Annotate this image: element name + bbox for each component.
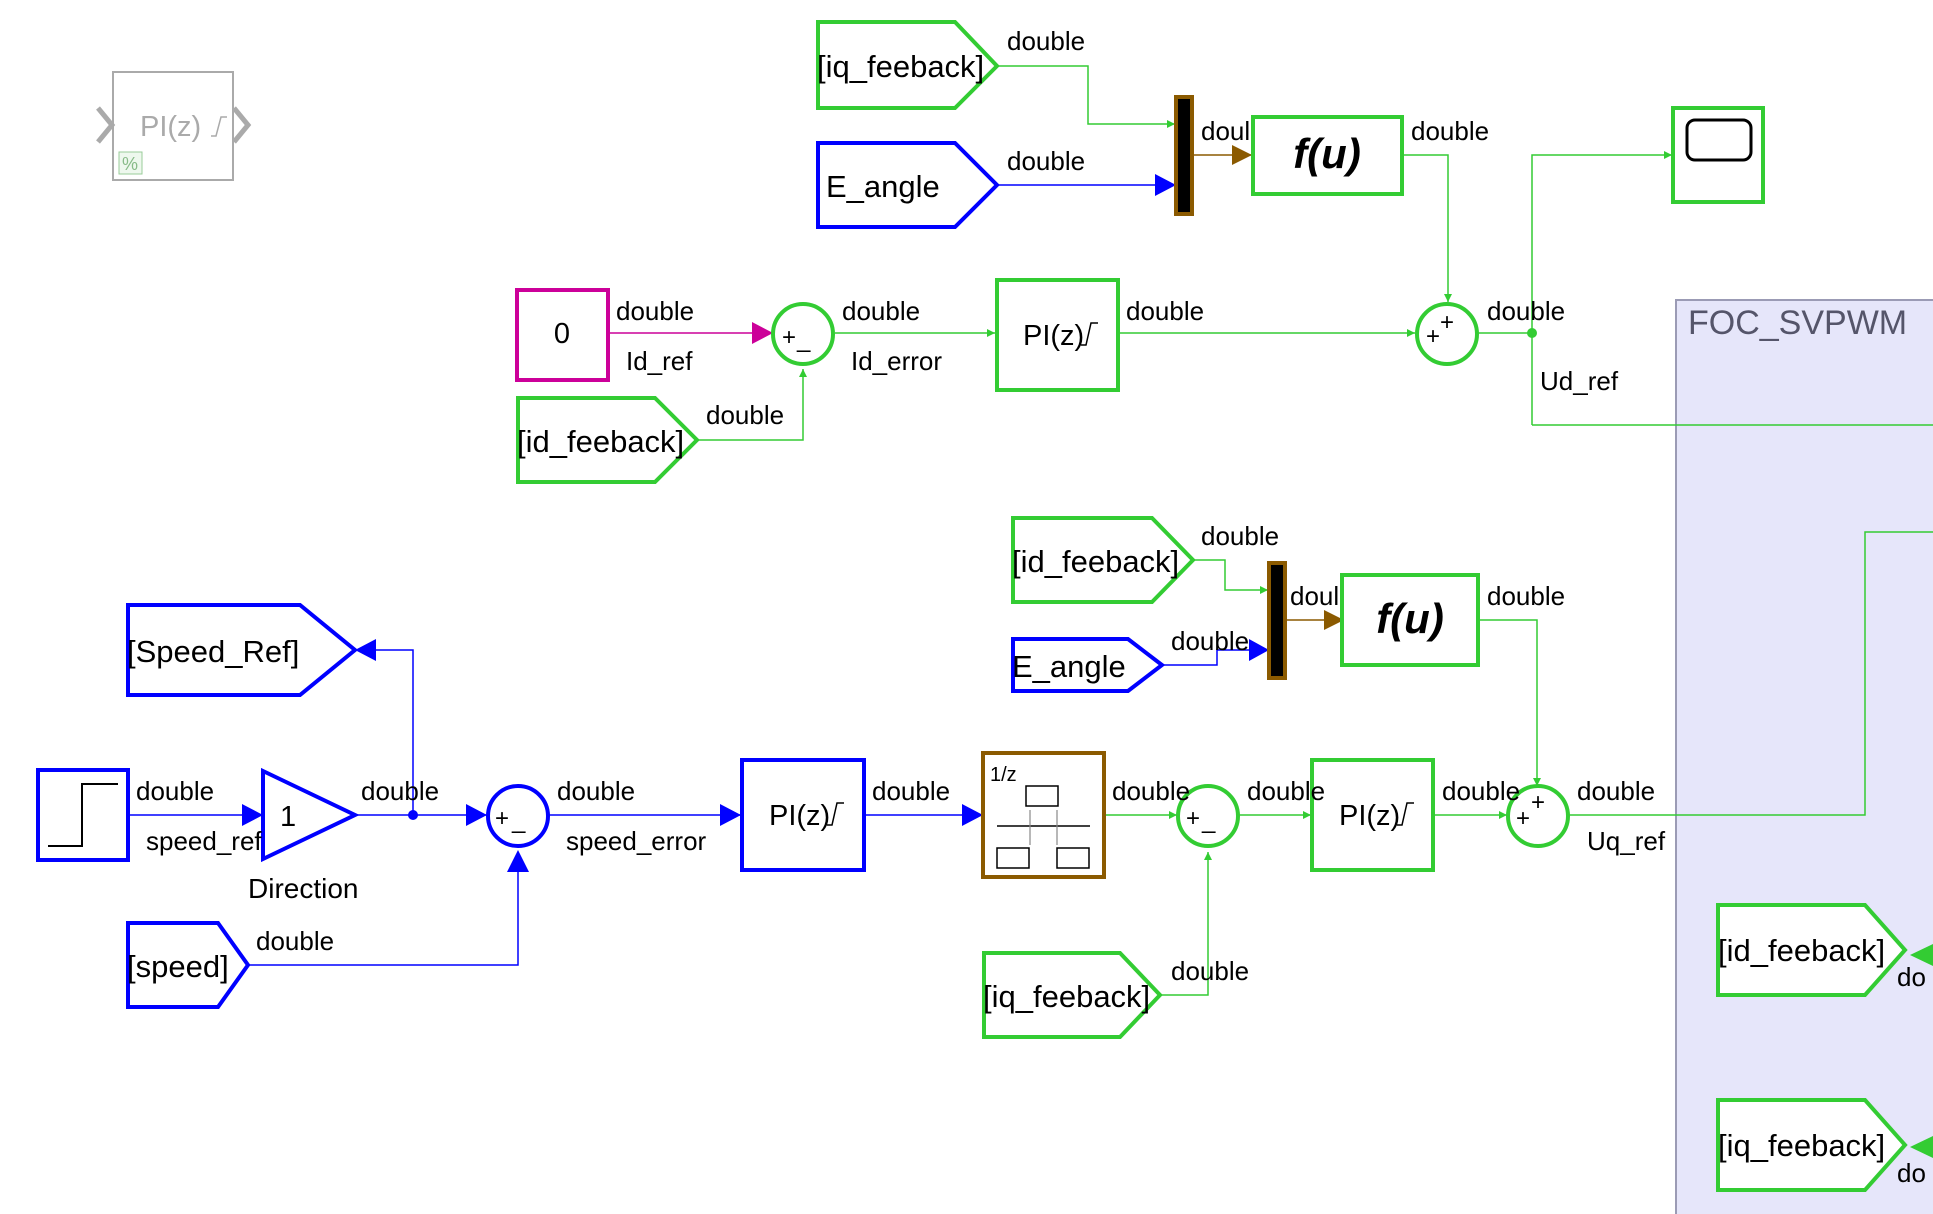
- svg-text:Uq_ref: Uq_ref: [1587, 826, 1666, 856]
- goto-id-feeback-mid[interactable]: [id_feeback]: [516, 396, 700, 484]
- svg-text:PI(z): PI(z): [1339, 800, 1400, 832]
- svg-text:PI(z): PI(z): [1023, 320, 1084, 352]
- svg-text:+: +: [1440, 309, 1454, 336]
- svg-text:[iq_feeback]: [iq_feeback]: [817, 49, 984, 84]
- ghost-pi-block[interactable]: PI(z) %: [96, 71, 252, 181]
- svg-text:E_angle: E_angle: [1012, 649, 1126, 684]
- svg-text:double: double: [706, 400, 784, 430]
- svg-text:[Speed_Ref]: [Speed_Ref]: [127, 634, 299, 669]
- svg-text:speed_ref: speed_ref: [146, 826, 262, 856]
- svg-text:double: double: [1201, 521, 1279, 551]
- signal-labels: double double doul double double Id_ref …: [136, 26, 1926, 1188]
- svg-text:double: double: [1411, 116, 1489, 146]
- svg-text:do: do: [1897, 1158, 1926, 1188]
- fcn-block-bottom[interactable]: f(u): [1340, 573, 1480, 667]
- goto-id-feeback-right[interactable]: [id_feeback]: [1011, 516, 1196, 604]
- subsystem-title: FOC_SVPWM: [1688, 304, 1907, 342]
- svg-text:%: %: [122, 154, 138, 174]
- fcn-block-top[interactable]: f(u): [1251, 115, 1404, 196]
- svg-text:_: _: [796, 326, 811, 353]
- svg-text:double: double: [616, 296, 694, 326]
- svg-text:double: double: [1171, 956, 1249, 986]
- svg-text:double: double: [1112, 776, 1190, 806]
- svg-text:do: do: [1897, 962, 1926, 992]
- svg-text:[id_feeback]: [id_feeback]: [517, 424, 684, 459]
- wires: [128, 65, 1933, 1158]
- sum-ud[interactable]: + +: [1415, 302, 1479, 366]
- svg-text:1/z: 1/z: [990, 764, 1017, 786]
- goto-speed[interactable]: [speed]: [126, 921, 251, 1009]
- svg-text:[id_feeback]: [id_feeback]: [1012, 544, 1179, 579]
- step-source-block[interactable]: [36, 768, 130, 862]
- gain-block-name: Direction: [248, 873, 358, 904]
- svg-text:double: double: [1577, 776, 1655, 806]
- goto-iq-feeback-subsystem[interactable]: [iq_feeback]: [1716, 1098, 1908, 1192]
- goto-e-angle-right[interactable]: E_angle: [1011, 637, 1166, 693]
- svg-text:Id_ref: Id_ref: [626, 346, 693, 376]
- scope-block[interactable]: [1671, 106, 1765, 204]
- sum-id[interactable]: + _: [771, 302, 835, 366]
- percent-badge: %: [118, 151, 143, 175]
- svg-text:1: 1: [280, 801, 296, 833]
- svg-text:[iq_feeback]: [iq_feeback]: [983, 979, 1150, 1014]
- svg-text:f(u): f(u): [1376, 595, 1444, 642]
- svg-text:double: double: [872, 776, 950, 806]
- mux-bottom[interactable]: [1267, 561, 1287, 680]
- pi-controller-iq[interactable]: PI(z): [1310, 758, 1435, 872]
- svg-text:double: double: [1126, 296, 1204, 326]
- svg-text:+: +: [495, 805, 509, 832]
- goto-iq-feeback-top[interactable]: [iq_feeback]: [816, 20, 1000, 110]
- pi-controller-speed[interactable]: PI(z): [740, 758, 866, 872]
- svg-text:0: 0: [554, 318, 570, 350]
- svg-text:double: double: [1487, 296, 1565, 326]
- svg-text:double: double: [1442, 776, 1520, 806]
- sum-uq[interactable]: + +: [1506, 784, 1570, 848]
- svg-text:+: +: [1516, 805, 1530, 832]
- svg-text:doul: doul: [1290, 581, 1339, 611]
- svg-text:[id_feeback]: [id_feeback]: [1718, 933, 1885, 968]
- mux-top[interactable]: [1174, 95, 1194, 216]
- sum-iq[interactable]: + _: [1176, 784, 1240, 848]
- svg-text:Id_error: Id_error: [851, 346, 942, 376]
- goto-id-feeback-subsystem[interactable]: [id_feeback]: [1716, 903, 1908, 997]
- svg-text:f(u): f(u): [1293, 130, 1361, 177]
- svg-text:+: +: [1186, 805, 1200, 832]
- goto-iq-feeback-bottom[interactable]: [iq_feeback]: [982, 951, 1163, 1039]
- svg-text:_: _: [511, 807, 526, 834]
- svg-text:double: double: [842, 296, 920, 326]
- svg-text:double: double: [256, 926, 334, 956]
- gain-block-direction[interactable]: 1: [261, 767, 360, 863]
- svg-text:double: double: [557, 776, 635, 806]
- svg-text:[iq_feeback]: [iq_feeback]: [1718, 1128, 1885, 1163]
- svg-text:double: double: [1247, 776, 1325, 806]
- ghost-block-label: PI(z): [140, 111, 201, 143]
- svg-text:_: _: [1201, 807, 1216, 834]
- svg-text:double: double: [1007, 26, 1085, 56]
- rate-transition-block[interactable]: 1/z: [981, 751, 1106, 879]
- svg-text:+: +: [1531, 789, 1545, 816]
- svg-text:Ud_ref: Ud_ref: [1540, 366, 1619, 396]
- svg-text:double: double: [1171, 626, 1249, 656]
- svg-text:double: double: [136, 776, 214, 806]
- subsystem-foc-svpwm[interactable]: FOC_SVPWM: [1675, 299, 1933, 1214]
- sum-speed[interactable]: + _: [486, 784, 550, 848]
- svg-text:+: +: [1426, 323, 1440, 350]
- svg-text:speed_error: speed_error: [566, 826, 707, 856]
- svg-text:[speed]: [speed]: [127, 949, 229, 984]
- svg-text:doul: doul: [1201, 116, 1250, 146]
- svg-text:PI(z): PI(z): [769, 800, 830, 832]
- svg-text:double: double: [361, 776, 439, 806]
- svg-text:E_angle: E_angle: [826, 169, 940, 204]
- goto-speed-ref[interactable]: [Speed_Ref]: [126, 603, 359, 697]
- svg-text:+: +: [782, 324, 796, 351]
- svg-text:double: double: [1007, 146, 1085, 176]
- pi-controller-id[interactable]: PI(z): [995, 278, 1120, 392]
- constant-block[interactable]: 0: [515, 288, 610, 382]
- svg-text:double: double: [1487, 581, 1565, 611]
- goto-e-angle-top[interactable]: E_angle: [816, 141, 1000, 229]
